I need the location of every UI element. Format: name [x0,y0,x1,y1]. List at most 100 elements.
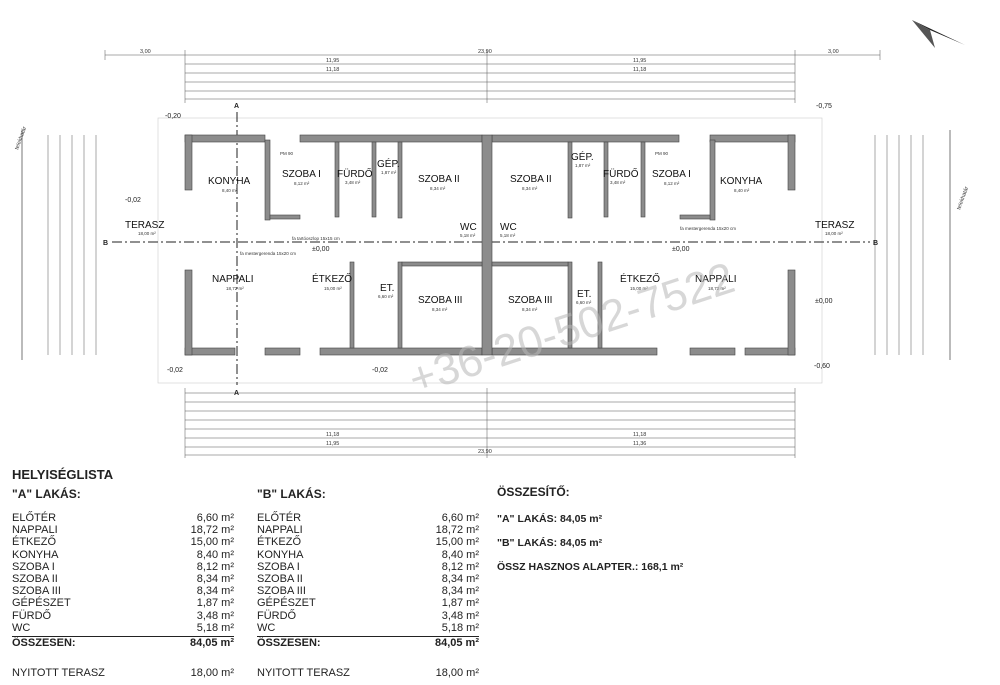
schedule-room-area: 8,34 m² [441,572,479,585]
schedule-room-name: KONYHA [12,548,59,561]
schedule-room-name: SZOBA I [257,560,300,573]
schedule-row: ÉTKEZŐ 15,00 m² [12,536,234,548]
schedule-room-area: 8,34 m² [196,572,234,585]
schedule-room-name: SZOBA I [12,560,55,573]
schedule-row: NAPPALI 18,72 m² [12,524,234,536]
level-bottom-left: -0,02 [167,367,183,374]
room-szoba3-a-area: 8,34 m² [432,307,448,312]
dim-bottom-inner-b: 11,18 [633,432,646,438]
room-terasz-b: TERASZ [815,220,854,231]
room-terasz-a: TERASZ [125,220,164,231]
room-terasz-b-area: 18,00 m² [825,231,843,236]
schedule-room-name: GÉPÉSZET [12,597,71,610]
schedule-room-area: 6,60 m² [196,512,234,524]
level-top-left: -0,20 [165,113,181,120]
level-zero-a: ±0,00 [312,246,330,253]
dim-top-inner-a: 11,18 [326,67,339,73]
dim-bottom-total: 23,90 [478,449,492,455]
schedule-total-value: 84,05 m² [434,636,479,649]
schedule-room-name: ÉTKEZŐ [12,536,57,549]
dim-bottom-half-b: 11,36 [633,441,646,447]
summary-title: ÖSSZESÍTŐ: [497,485,570,499]
schedule-room-name: NAPPALI [12,524,58,537]
room-wc-a: WC [460,222,477,233]
schedule-room-name: FÜRDŐ [12,609,52,622]
schedule-room-name: SZOBA II [257,572,303,585]
dim-top-left: 3,00 [140,49,151,55]
room-nappali-a-area: 18,72 m² [226,286,244,291]
schedule-total-row: ÖSSZESEN: 84,05 m² [12,635,234,649]
schedule-a-table: ELŐTÉR 6,60 m² NAPPALI 18,72 m² ÉTKEZŐ 15,00 … [12,512,234,679]
room-konyha-b: KONYHA [720,176,763,187]
room-wc-b-area: 5,18 m² [500,233,516,238]
room-szoba2-a-area: 8,34 m² [430,186,446,191]
schedule-row: SZOBA III 8,34 m² [257,585,479,597]
schedule-room-name: ELŐTÉR [12,512,57,524]
room-nappali-b-area: 18,72 m² [708,286,726,291]
dim-bottom-inner-a: 11,18 [326,432,339,438]
schedule-room-area: 8,34 m² [441,585,479,598]
schedule-room-area: 8,34 m² [196,585,234,598]
schedule-a-title: "A" LAKÁS: [12,487,81,501]
schedule-row: SZOBA II 8,34 m² [12,573,234,585]
dim-top-half-a: 11,95 [326,58,339,64]
note-pm90-a: PM 90 [280,151,294,156]
summary: ÖSSZESÍTŐ: "A" LAKÁS: 84,05 m² "B" LAKÁS… [497,485,683,585]
schedule-total-value: 84,05 m² [189,636,234,649]
schedule-room-name: SZOBA II [12,572,58,585]
room-etkezo-b: ÉTKEZŐ [620,271,660,285]
room-et-b-area: 6,60 m² [576,300,592,305]
schedule-room-area: 6,60 m² [441,512,479,524]
schedule-room-name: SZOBA III [12,585,61,598]
schedule-room-name: GÉPÉSZET [257,597,316,610]
dim-top-inner-b: 11,18 [633,67,646,73]
summary-a: "A" LAKÁS: 84,05 m² [497,513,603,525]
schedule-room-area: 15,00 m² [435,536,479,549]
schedule-room-area: 3,48 m² [196,609,234,622]
ground-outline [157,117,823,384]
rooms-a: KONYHA 8,40 m² SZOBA I 8,12 m² FÜRDŐ 3,4… [125,157,477,312]
section-a-label-bottom: A [234,390,239,397]
dim-top-right: 3,00 [828,49,839,55]
schedule-room-name: NAPPALI [257,524,303,537]
schedule-room-name: ELŐTÉR [257,512,302,524]
room-etkezo-a-area: 15,00 m² [324,286,342,291]
schedule-total-label: ÖSSZESEN: [12,636,76,649]
property-line-label-right: telekhatár [956,186,970,211]
level-left-mid: -0,02 [125,197,141,204]
schedule-row: ELŐTÉR 6,60 m² [257,512,479,524]
room-gep-b: GÉP. [571,150,594,163]
schedule-room-name: SZOBA III [257,585,306,598]
schedule-gap [12,649,234,667]
note-pm90-b: PM 90 [655,151,669,156]
schedule-terrace-value: 18,00 m² [435,667,479,680]
schedule-room-name: FÜRDŐ [257,609,297,622]
dimension-chains-top [104,50,881,103]
room-nappali-a: NAPPALI [212,274,254,285]
summary-b: "B" LAKÁS: 84,05 m² [497,537,603,549]
schedule-row: SZOBA I 8,12 m² [257,561,479,573]
schedule-room-area: 8,12 m² [441,560,479,573]
schedule-room-area: 5,18 m² [441,621,479,634]
dimension-chains-sides [47,135,924,355]
floor-plan: telekhatár telekhatár 3,00 23,90 3,00 11… [14,20,970,458]
schedule-room-area: 1,87 m² [196,597,234,610]
room-szoba3-b-area: 8,34 m² [522,307,538,312]
schedule-room-area: 15,00 m² [190,536,234,549]
schedule-room-area: 18,72 m² [190,524,234,537]
room-gep-b-area: 1,87 m² [575,163,591,168]
room-wc-a-area: 5,18 m² [460,233,476,238]
dim-top-half-b: 11,95 [633,58,646,64]
room-furdo-a-area: 3,48 m² [345,180,361,185]
section-b-label-left: B [103,240,108,247]
schedule-room-name: ÉTKEZŐ [257,536,302,549]
schedule-room-name: KONYHA [257,548,304,561]
summary-total: ÖSSZ HASZNOS ALAPTER.: 168,1 m² [497,561,684,573]
